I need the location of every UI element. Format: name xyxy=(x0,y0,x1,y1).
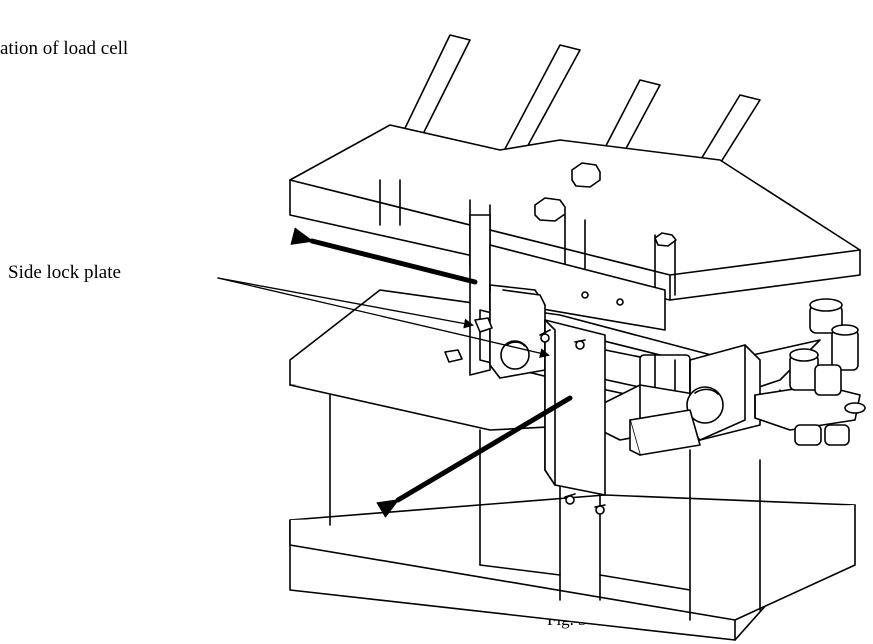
top-bolt-3 xyxy=(654,232,677,247)
pin-head-right xyxy=(686,386,724,424)
direction-arrow-down-left xyxy=(376,395,573,518)
right-bolt-stack xyxy=(789,298,866,446)
side-lock-plate-rear xyxy=(444,284,546,379)
caption-text: ation of load cell xyxy=(0,38,129,59)
direction-arrow-left xyxy=(290,227,478,285)
pin-head-rear xyxy=(500,340,530,370)
side-lock-plate-front xyxy=(539,319,606,515)
leader-line-2 xyxy=(217,277,550,359)
leader-line-1 xyxy=(217,277,474,329)
base-block xyxy=(629,409,701,456)
web-plate xyxy=(489,244,666,331)
right-clevis xyxy=(686,344,861,441)
side-lock-plate-label: Side lock plate xyxy=(8,262,121,283)
upper-frame xyxy=(289,34,861,301)
